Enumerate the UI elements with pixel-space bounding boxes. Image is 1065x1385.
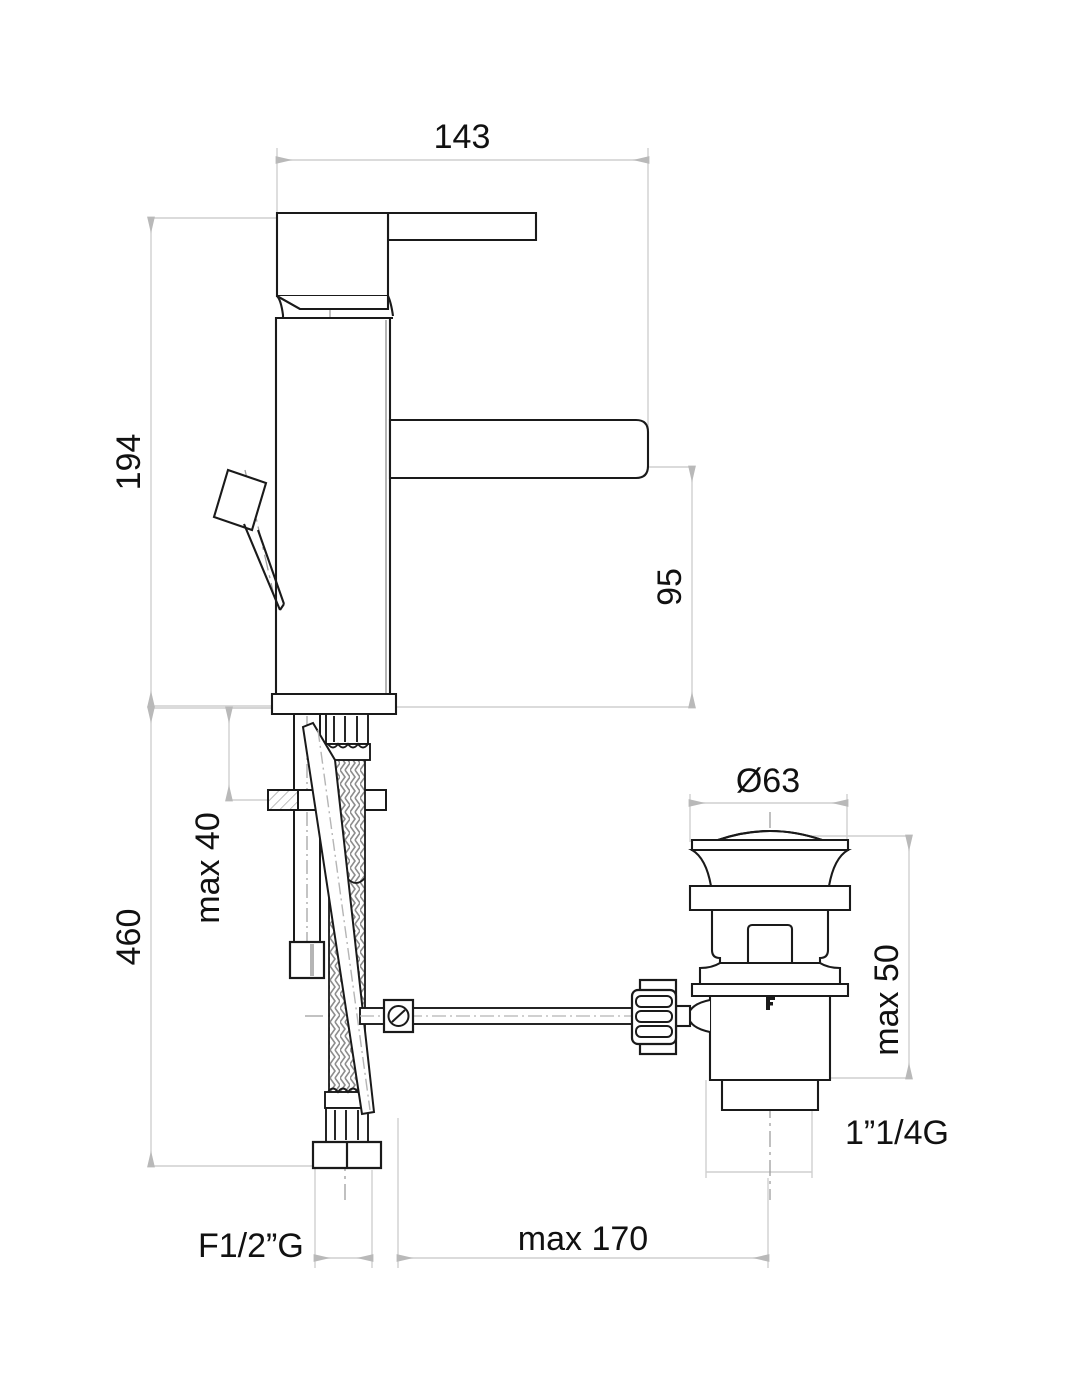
dim-max40-label: max 40 [189, 812, 227, 924]
dim-f12g-label: F1/2”G [198, 1227, 304, 1265]
mounting-nut-lower [288, 940, 326, 980]
waste-tube [708, 994, 832, 1082]
waste-flare [688, 848, 852, 888]
neck-left [276, 295, 285, 318]
pop-up-waste [630, 830, 852, 1112]
waste-marking-f [766, 996, 775, 1010]
dim-460-label: 460 [110, 909, 148, 966]
cartridge-housing [275, 211, 390, 298]
dim-d63-label: Ø63 [736, 762, 800, 800]
knurled-knob [630, 978, 678, 1056]
spout [388, 418, 650, 480]
dim-max170-label: max 170 [518, 1220, 648, 1258]
dim-194-label: 194 [110, 434, 148, 491]
waste-top-plate [690, 838, 850, 852]
waste-outlet-thread [720, 1078, 820, 1112]
lift-rod [301, 721, 376, 1116]
aerator-stem [243, 523, 285, 611]
mixer-body [274, 316, 392, 700]
dim-114g-label: 1”1/4G [845, 1114, 949, 1152]
lever-handle [386, 211, 538, 242]
mixer-assembly [212, 211, 650, 716]
neck-right [387, 295, 395, 317]
dimension-lines [147, 148, 913, 1268]
hose-ferrule-upper [323, 713, 371, 761]
base-flange [270, 692, 398, 716]
waste-collar [688, 884, 852, 912]
clamp-screw [382, 998, 415, 1034]
waste-lower-plate [690, 982, 850, 998]
supply-connector [311, 1140, 383, 1170]
dim-95-label: 95 [651, 568, 689, 606]
dim-143-label: 143 [434, 118, 491, 156]
aerator-head [212, 468, 268, 532]
under-counter-assembly [267, 713, 651, 1170]
waste-lower-flare [698, 961, 842, 986]
dim-max50-label: max 50 [868, 944, 906, 1056]
